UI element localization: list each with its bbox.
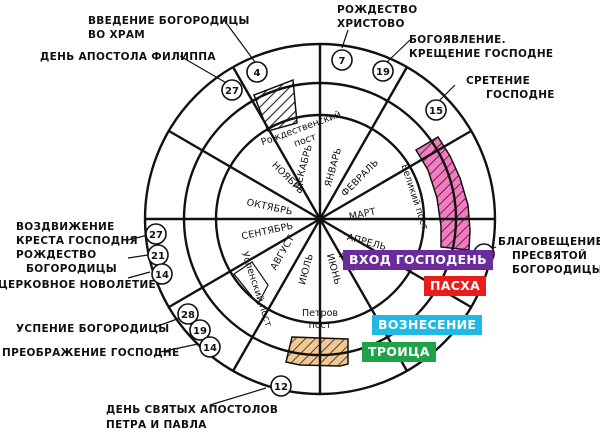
rozhdestvo-label-2: ХРИСТОВО [337,18,405,30]
date-19-top: 19 [376,67,390,78]
petr-pavel-label-2: ПЕТРА И ПАВЛА [106,419,207,431]
month-spokes [145,44,495,394]
rozhdestvo-label-1: РОЖДЕСТВО [337,4,418,16]
date-15: 15 [429,106,443,117]
blagoveshchenie-label-2: ПРЕСВЯТОЙ [512,249,587,262]
uspenie-label: УСПЕНИЕ БОГОРОДИЦЫ [16,323,170,335]
date-14-left: 14 [155,270,169,281]
apostles-fast-sector [285,336,349,367]
sretenie-label-2: ГОСПОДНЕ [486,89,555,101]
dormition-fast-sector [233,261,269,306]
badge-voznesenie: ВОЗНЕСЕНИЕ [372,315,483,335]
vvedenie-label-1: ВВЕДЕНИЕ БОГОРОДИЦЫ [88,15,250,27]
month-february: ФЕВРАЛЬ [339,157,381,199]
date-27-left: 27 [149,230,163,241]
badge-troica: ТРОИЦА [362,342,436,362]
vozdvizhenie-label-1: ВОЗДВИЖЕНИЕ [16,221,115,233]
preobrazhenie-label: ПРЕОБРАЖЕНИЕ ГОСПОДНЕ [2,347,179,359]
sretenie-label-1: СРЕТЕНИЕ [466,75,530,87]
date-7-top: 7 [339,56,346,67]
date-21: 21 [151,251,165,262]
date-circles: 4 27 7 19 15 7 27 21 14 28 19 14 12 [145,49,495,397]
vozdvizhenie-label-2: КРЕСТА ГОСПОДНЯ [16,235,138,247]
petr-pavel-label-1: ДЕНЬ СВЯТЫХ АПОСТОЛОВ [106,404,278,416]
feast-labels: ВВЕДЕНИЕ БОГОРОДИЦЫ ВО ХРАМ ДЕНЬ АПОСТОЛ… [0,4,600,431]
rozhdestvo-bogorodicy-label-1: РОЖДЕСТВО [16,249,97,261]
date-27-top: 27 [225,86,239,97]
date-12: 12 [274,382,288,393]
nativity-fast-sector [253,78,298,132]
date-28: 28 [181,310,195,321]
blagoveshchenie-label-1: БЛАГОВЕЩЕНИЕ [498,236,600,248]
month-july: ИЮЛЬ [297,253,316,287]
month-march: МАРТ [348,206,377,222]
apostles-fast-label-2: пост [309,320,332,331]
blagoveshchenie-label-3: БОГОРОДИЦЫ [512,264,600,276]
filipp-label: ДЕНЬ АПОСТОЛА ФИЛИППА [40,51,216,63]
date-14-low: 14 [203,343,217,354]
vvedenie-label-2: ВО ХРАМ [88,29,145,41]
badge-vhod-gospoden: ВХОД ГОСПОДЕНЬ [343,250,493,270]
rozhdestvo-bogorodicy-label-2: БОГОРОДИЦЫ [26,263,117,275]
novoletie-label: ЦЕРКОВНОЕ НОВОЛЕТИЕ [0,279,156,291]
date-19-low: 19 [193,326,207,337]
apostles-fast-label-1: Петров [302,308,338,319]
bogoyavlenie-label-1: БОГОЯВЛЕНИЕ. [409,34,506,46]
bogoyavlenie-label-2: КРЕЩЕНИЕ ГОСПОДНЕ [409,48,553,60]
badge-pascha: ПАСХА [424,276,487,296]
date-4: 4 [254,68,261,79]
